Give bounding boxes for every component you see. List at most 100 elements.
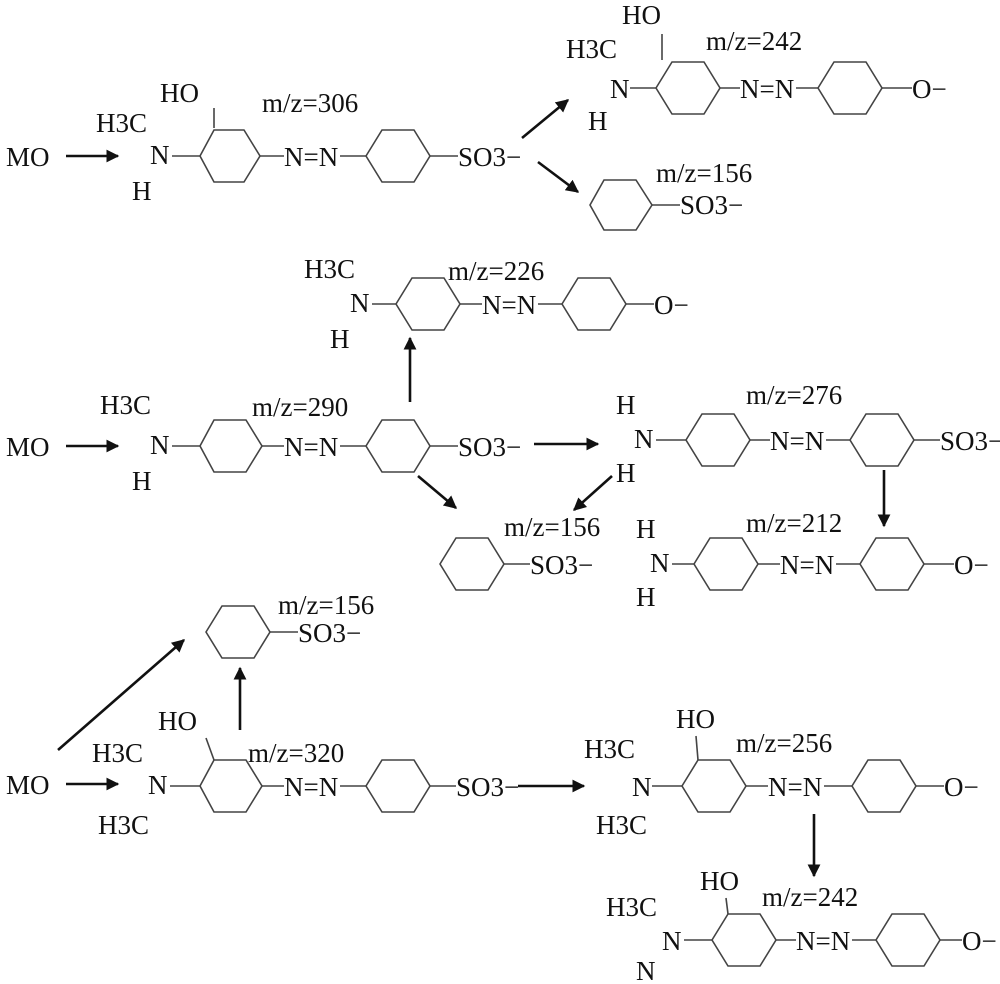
benzene-ring [849, 413, 915, 467]
amine-top-label: H [636, 514, 656, 544]
benzene-ring [439, 537, 505, 591]
product-mz-242: m/z=242 HO H3C N N N=N O− [606, 866, 997, 984]
product-mz-320: m/z=320 HO H3C N H3C N=N SO3− [92, 706, 519, 840]
amine-n-label: N [150, 430, 170, 460]
azo-label: N=N [768, 772, 822, 802]
terminal-label: O− [912, 74, 947, 104]
hydroxy-label: HO [160, 78, 199, 108]
benzene-ring [859, 537, 925, 591]
amine-bottom-label: H [636, 582, 656, 612]
mz-label: m/z=212 [746, 508, 842, 538]
benzene-ring [365, 759, 431, 813]
benzene-ring [589, 179, 653, 231]
mz-label: m/z=320 [248, 738, 344, 768]
mz-label: m/z=226 [448, 256, 544, 286]
hydroxy-label: HO [158, 706, 197, 736]
product-mz-156: m/z=156 SO3− [589, 158, 752, 231]
benzene-ring [365, 419, 431, 473]
amine-n-label: N [350, 288, 370, 318]
azo-label: N=N [770, 426, 824, 456]
benzene-ring [199, 129, 261, 183]
benzene-ring [561, 277, 627, 331]
terminal-label: O− [654, 290, 689, 320]
azo-label: N=N [284, 772, 338, 802]
amine-bottom-label: H [616, 458, 636, 488]
benzene-ring [851, 759, 917, 813]
amine-bottom-label: H [588, 106, 608, 136]
mz-label: m/z=242 [706, 26, 802, 56]
benzene-ring [875, 913, 941, 967]
benzene-ring [199, 419, 263, 473]
benzene-ring [655, 61, 721, 115]
benzene-ring [711, 913, 777, 967]
mz-label: m/z=156 [278, 590, 374, 620]
hydroxy-label: HO [700, 866, 739, 896]
mz-label: m/z=290 [252, 392, 348, 422]
hydroxy-label: HO [622, 0, 661, 30]
reaction-arrow [573, 475, 613, 511]
reaction-arrow [417, 475, 457, 509]
amine-bottom-label: H3C [98, 810, 149, 840]
product-mz-212: m/z=212 H N H N=N O− [636, 508, 989, 612]
reaction-arrow [57, 639, 185, 751]
benzene-ring [365, 129, 431, 183]
mz-label: m/z=242 [762, 882, 858, 912]
azo-label: N=N [284, 142, 338, 172]
amine-n-label: N [662, 926, 682, 956]
benzene-ring [685, 413, 751, 467]
amine-bottom-label: H [132, 176, 152, 206]
hydroxy-label: HO [676, 704, 715, 734]
terminal-label: O− [944, 772, 979, 802]
amine-n-label: N [610, 74, 630, 104]
product-mz-256: m/z=256 HO H3C N H3C N=N O− [584, 704, 979, 840]
terminal-label: SO3− [458, 142, 521, 172]
mo-label: MO [6, 142, 50, 172]
product-mz-290: m/z=290 H3C N H N=N SO3− [100, 390, 521, 496]
azo-label: N=N [796, 926, 850, 956]
terminal-label: SO3− [298, 618, 361, 648]
amine-top-label: H3C [96, 108, 147, 138]
product-mz-242: m/z=242 HO H3C N H N=N O− [566, 0, 947, 136]
amine-n-label: N [634, 424, 654, 454]
product-mz-156: m/z=156 SO3− [439, 512, 600, 591]
pathway-1: MO m/z=306 HO H3C N H N=N SO3− m/z=242 H… [6, 0, 947, 231]
terminal-label: SO3− [940, 426, 1000, 456]
amine-top-label: H3C [566, 34, 617, 64]
amine-top-label: H [616, 390, 636, 420]
terminal-label: SO3− [456, 772, 519, 802]
azo-label: N=N [482, 290, 536, 320]
azo-label: N=N [740, 74, 794, 104]
pathway-2: MO m/z=290 H3C N H N=N SO3− m/z=226 H3C … [6, 254, 1000, 612]
amine-n-label: N [150, 140, 170, 170]
pathway-3: MO m/z=156 SO3− m/z=320 HO H3C N H3C N=N [6, 590, 997, 984]
azo-label: N=N [284, 432, 338, 462]
product-mz-306: m/z=306 HO H3C N H N=N SO3− [96, 78, 521, 206]
terminal-label: O− [954, 550, 989, 580]
mz-label: m/z=256 [736, 728, 832, 758]
terminal-label: SO3− [458, 432, 521, 462]
amine-bottom-label: H [330, 324, 350, 354]
product-mz-226: m/z=226 H3C N H N=N O− [304, 254, 689, 354]
benzene-ring [817, 61, 883, 115]
product-mz-276: m/z=276 H N H N=N SO3− [616, 380, 1000, 488]
benzene-ring [693, 537, 759, 591]
amine-top-label: H3C [304, 254, 355, 284]
mz-label: m/z=156 [656, 158, 752, 188]
azo-label: N=N [780, 550, 834, 580]
benzene-ring [205, 605, 271, 659]
amine-bottom-label: H [132, 466, 152, 496]
reaction-arrow [521, 98, 570, 140]
amine-bottom-label: N [636, 956, 656, 984]
mo-label: MO [6, 432, 50, 462]
amine-n-label: N [148, 770, 168, 800]
product-mz-156: m/z=156 SO3− [205, 590, 374, 659]
mz-label: m/z=306 [262, 88, 358, 118]
mo-label: MO [6, 770, 50, 800]
amine-n-label: N [632, 772, 652, 802]
reaction-arrow [537, 160, 580, 194]
terminal-label: SO3− [680, 190, 743, 220]
amine-top-label: H3C [92, 738, 143, 768]
amine-top-label: H3C [606, 892, 657, 922]
amine-n-label: N [650, 548, 670, 578]
